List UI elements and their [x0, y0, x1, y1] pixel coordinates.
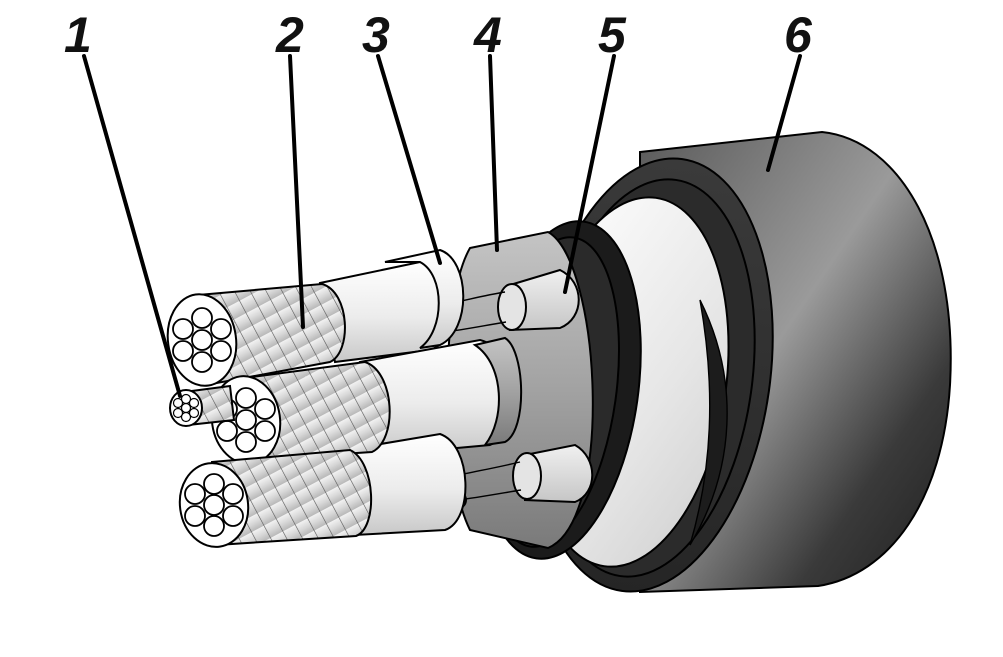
- callout-6: 6: [784, 7, 813, 63]
- callout-3: 3: [362, 7, 390, 63]
- callout-5: 5: [598, 7, 627, 63]
- core-insulation-middle: [358, 336, 523, 457]
- leader-5: [563, 54, 616, 294]
- leader-4: [488, 54, 499, 252]
- leader-2: [288, 54, 305, 329]
- leader-lines: [82, 54, 802, 398]
- leader-1: [82, 54, 182, 398]
- callout-1: 1: [64, 7, 92, 63]
- core-insulation-bottom: [343, 432, 467, 537]
- conductor-strand-ends: [172, 307, 276, 537]
- core-insulation-top: [318, 248, 465, 364]
- leader-3: [376, 54, 442, 265]
- earth-conductor: [169, 384, 236, 427]
- callout-2: 2: [275, 7, 304, 63]
- callout-labels: 1 2 3 4 5 6: [64, 7, 813, 63]
- conductor-bottom: [178, 448, 373, 548]
- leader-6: [766, 54, 802, 172]
- callout-4: 4: [473, 7, 502, 63]
